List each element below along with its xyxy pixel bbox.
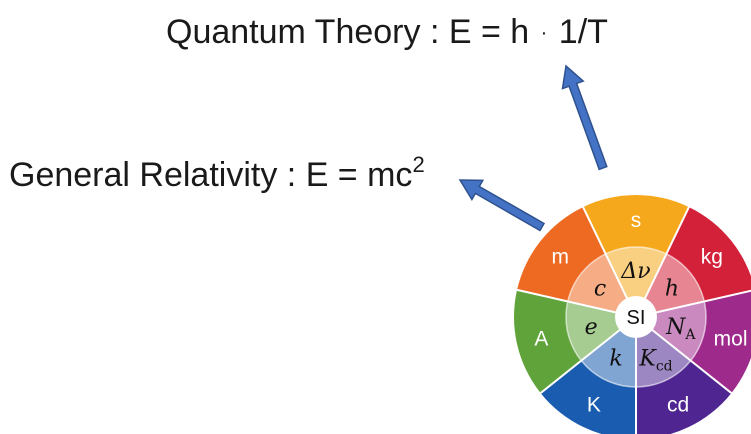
inner-sector-k (581, 317, 636, 387)
constant-label-kg: h (665, 276, 679, 301)
quantum-rhs: 1/T (558, 13, 608, 51)
si-center-label: SI (627, 307, 646, 329)
inner-sector-s (605, 246, 667, 317)
quantum-separator: : (420, 13, 449, 51)
constant-label-m: c (594, 276, 606, 301)
quantum-theory-name: Quantum Theory (166, 13, 421, 51)
inner-sector-tint-k (581, 317, 636, 387)
relativity-exponent: 2 (412, 152, 425, 177)
unit-label-a: A (534, 328, 548, 351)
quantum-theory-equation: Quantum Theory : E = h · 1/T (166, 15, 608, 49)
relativity-name: General Relativity (9, 156, 278, 194)
constant-label-k: k (609, 346, 622, 371)
unit-label-k: K (587, 393, 601, 416)
inner-sector-tint-s (605, 246, 667, 317)
quantum-lhs: E = h (448, 13, 530, 51)
unit-label-m: m (551, 246, 569, 269)
constant-label-a: e (585, 315, 598, 340)
quantum-dot: · (540, 22, 548, 44)
relativity-lhs: E = mc (305, 156, 413, 194)
relativity-separator: : (277, 156, 306, 194)
si-center-circle (615, 296, 657, 338)
general-relativity-equation: General Relativity : E = mc2 (9, 154, 425, 194)
inner-ring-outline (565, 246, 707, 388)
inner-sector-cd (636, 317, 691, 387)
inner-sector-tint-cd (636, 317, 691, 387)
arrow-to-general-relativity (458, 179, 546, 232)
constant-label-cd: Kcd (638, 346, 672, 374)
unit-label-mol: mol (714, 328, 748, 351)
unit-label-s: s (631, 209, 642, 232)
arrow-up-shape (561, 64, 608, 171)
unit-label-cd: cd (667, 393, 689, 416)
arrow-left-shape (458, 179, 546, 232)
constant-label-s: Δν (620, 259, 650, 284)
unit-label-kg: kg (701, 246, 723, 269)
arrow-to-quantum-theory (561, 64, 608, 171)
